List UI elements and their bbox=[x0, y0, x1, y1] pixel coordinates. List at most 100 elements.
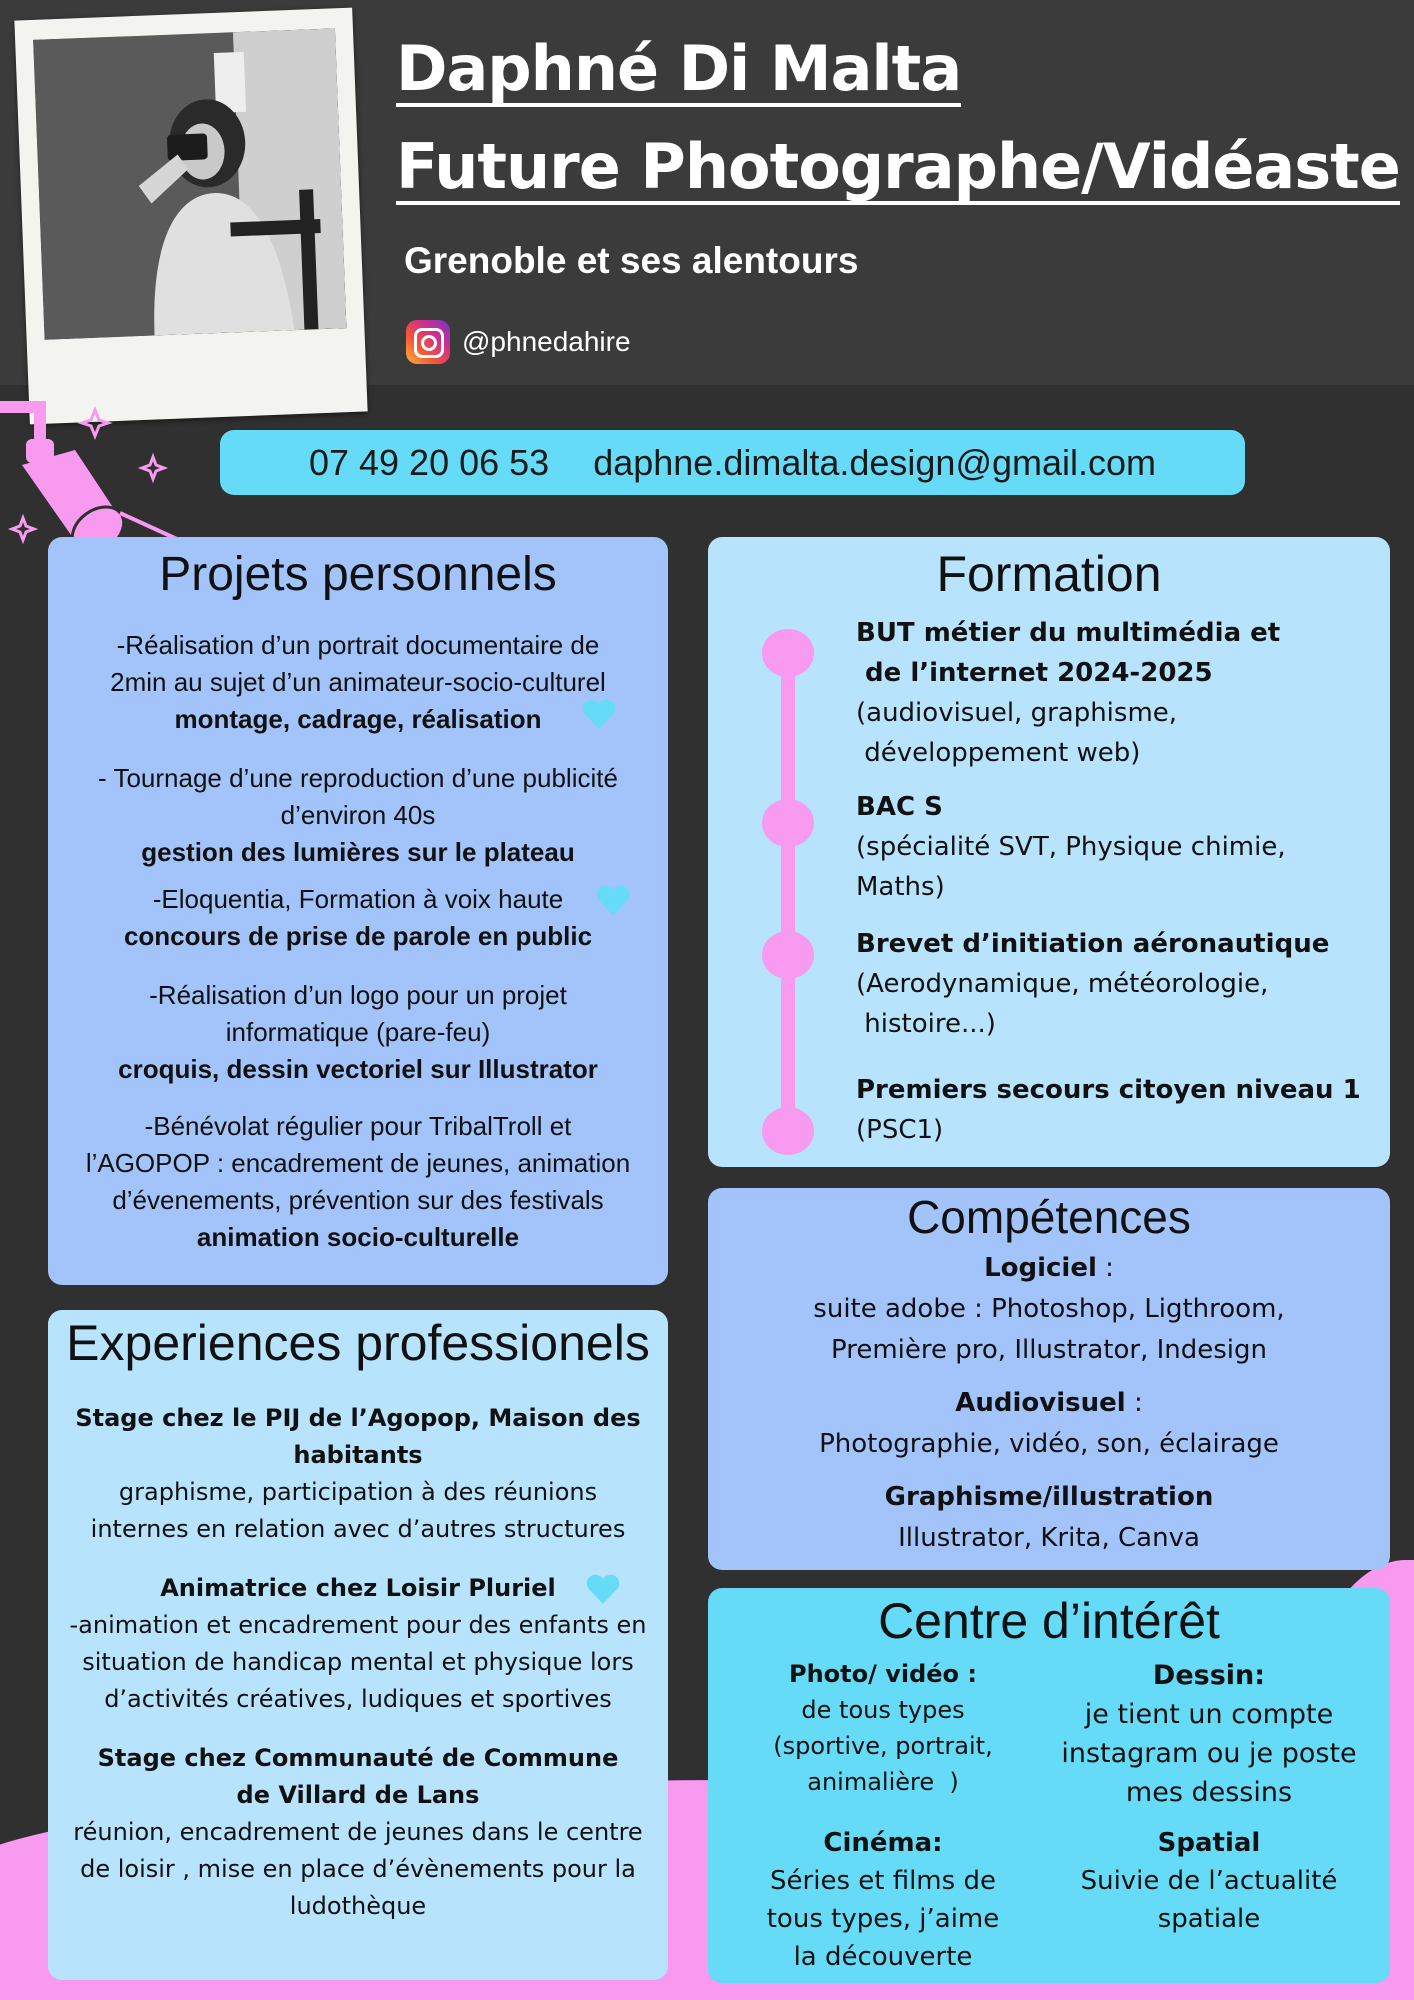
formation-item: BAC S (spécialité SVT, Physique chimie, … bbox=[856, 787, 1286, 907]
formation-title: Brevet d’initiation aéronautique bbox=[856, 929, 1330, 959]
competence-title: Logiciel bbox=[984, 1253, 1097, 1283]
interest-spatial: Spatial Suivie de l’actualité spatiale bbox=[1048, 1824, 1370, 1938]
location: Grenoble et ses alentours bbox=[404, 240, 859, 281]
projet-item: -Réalisation d’un portrait documentaire … bbox=[48, 627, 668, 738]
competence-block: Audiovisuel : Photographie, vidéo, son, … bbox=[708, 1383, 1390, 1465]
projet-item: - Tournage d’une reproduction d’une publ… bbox=[48, 760, 668, 871]
instagram-link[interactable]: @phnedahire bbox=[406, 320, 631, 364]
experience-text: graphisme, participation à des réunions bbox=[118, 1478, 598, 1506]
experience-item: Animatrice chez Loisir Pluriel -animatio… bbox=[48, 1570, 668, 1718]
projets-personnels-card: Projets personnels -Réalisation d’un por… bbox=[48, 537, 668, 1285]
formation-item: BUT métier du multimédia et de l’interne… bbox=[856, 613, 1280, 773]
competence-block: Logiciel : suite adobe : Photoshop, Ligt… bbox=[708, 1248, 1390, 1371]
person-name: Daphné Di Malta bbox=[396, 36, 962, 108]
projet-text: -Eloquentia, Formation à voix haute bbox=[152, 884, 564, 914]
profile-photo bbox=[33, 28, 347, 340]
job-title: Future Photographe/Vidéaste bbox=[396, 134, 1401, 206]
formation-text: (spécialité SVT, Physique chimie, bbox=[856, 832, 1286, 862]
interest-title: Dessin: bbox=[1152, 1660, 1266, 1691]
formation-title: BAC S bbox=[856, 792, 943, 822]
experience-title: de Villard de Lans bbox=[236, 1781, 480, 1809]
interest-photo: Photo/ vidéo : de tous types (sportive, … bbox=[728, 1656, 1038, 1800]
instagram-handle: @phnedahire bbox=[462, 326, 631, 357]
formation-text: histoire...) bbox=[856, 1009, 996, 1039]
experience-title: Animatrice chez Loisir Pluriel bbox=[160, 1574, 556, 1602]
email-address[interactable]: daphne.dimalta.design@gmail.com bbox=[593, 441, 1157, 483]
projet-skills: gestion des lumières sur le plateau bbox=[141, 837, 575, 867]
projet-skills: montage, cadrage, réalisation bbox=[174, 704, 542, 734]
experience-title: Stage chez le PIJ de l’Agopop, Maison de… bbox=[75, 1404, 641, 1432]
experiences-heading: Experiences professionels bbox=[66, 1315, 650, 1371]
interest-text: Séries et films de bbox=[770, 1866, 996, 1896]
projet-text: d’évenements, prévention sur des festiva… bbox=[112, 1185, 604, 1215]
profile-polaroid bbox=[14, 7, 368, 425]
timeline-line bbox=[781, 649, 795, 1127]
projet-text: 2min au sujet d’un animateur-socio-cultu… bbox=[110, 667, 606, 697]
competence-block: Graphisme/illustration Illustrator, Krit… bbox=[708, 1477, 1390, 1559]
experience-title: habitants bbox=[293, 1441, 423, 1469]
formation-text: (PSC1) bbox=[856, 1115, 944, 1145]
interest-text: tous types, j’aime bbox=[766, 1904, 1000, 1934]
experience-text: de loisir , mise en place d’évènements p… bbox=[80, 1855, 636, 1883]
formation-text: développement web) bbox=[856, 738, 1141, 768]
experience-title: Stage chez Communauté de Commune bbox=[97, 1744, 619, 1772]
formation-text: (audiovisuel, graphisme, bbox=[856, 698, 1178, 728]
heart-icon bbox=[582, 699, 616, 729]
formation-title: BUT métier du multimédia et bbox=[856, 618, 1281, 648]
formation-title: de l’internet 2024-2025 bbox=[856, 658, 1213, 688]
formation-heading: Formation bbox=[936, 546, 1162, 602]
interest-text: (sportive, portrait, bbox=[773, 1732, 993, 1760]
interest-title: Cinéma: bbox=[823, 1828, 943, 1858]
experiences-card: Experiences professionels Stage chez le … bbox=[48, 1310, 668, 1980]
projet-text: l’AGOPOP : encadrement de jeunes, animat… bbox=[85, 1148, 631, 1178]
centre-heading: Centre d’intérêt bbox=[878, 1593, 1220, 1649]
competence-text: Première pro, Illustrator, Indesign bbox=[831, 1335, 1267, 1365]
experience-text: d’activités créatives, ludiques et sport… bbox=[104, 1685, 612, 1713]
formation-text: (Aerodynamique, météorologie, bbox=[856, 969, 1269, 999]
formation-item: Premiers secours citoyen niveau 1 (PSC1) bbox=[856, 1070, 1361, 1150]
interest-title: Photo/ vidéo : bbox=[788, 1660, 977, 1688]
interest-text: animalière ) bbox=[807, 1768, 959, 1796]
projet-skills: animation socio-culturelle bbox=[196, 1222, 520, 1252]
projet-item: -Réalisation d’un logo pour un projet in… bbox=[48, 977, 668, 1088]
competence-text: Photographie, vidéo, son, éclairage bbox=[819, 1429, 1279, 1459]
interest-text: instagram ou je poste bbox=[1061, 1738, 1357, 1769]
formation-title: Premiers secours citoyen niveau 1 bbox=[856, 1075, 1361, 1105]
timeline-dot bbox=[762, 1107, 814, 1155]
interest-text: mes dessins bbox=[1125, 1777, 1293, 1808]
interest-text: la découverte bbox=[793, 1942, 973, 1972]
interest-text: je tient un compte bbox=[1084, 1699, 1334, 1730]
centre-interet-card: Centre d’intérêt Photo/ vidéo : de tous … bbox=[708, 1588, 1390, 1983]
projet-text: -Réalisation d’un logo pour un projet bbox=[149, 980, 567, 1010]
heart-icon bbox=[596, 885, 630, 915]
competence-title: Graphisme/illustration bbox=[884, 1482, 1214, 1512]
competence-title: Audiovisuel bbox=[955, 1388, 1126, 1418]
interest-text: de tous types bbox=[801, 1696, 965, 1724]
formation-item: Brevet d’initiation aéronautique (Aerody… bbox=[856, 924, 1329, 1044]
projet-item: -Eloquentia, Formation à voix haute conc… bbox=[48, 881, 668, 955]
competence-suffix: : bbox=[1125, 1388, 1143, 1418]
experience-text: situation de handicap mental et physique… bbox=[82, 1648, 634, 1676]
timeline-dot bbox=[762, 629, 814, 677]
heart-icon bbox=[586, 1574, 620, 1604]
projet-text: - Tournage d’une reproduction d’une publ… bbox=[98, 763, 618, 793]
timeline-dot bbox=[762, 799, 814, 847]
contact-bar: 07 49 20 06 53 daphne.dimalta.design@gma… bbox=[220, 430, 1245, 495]
projet-text: -Bénévolat régulier pour TribalTroll et bbox=[144, 1111, 572, 1141]
competence-text: Illustrator, Krita, Canva bbox=[898, 1523, 1200, 1553]
experience-text: réunion, encadrement de jeunes dans le c… bbox=[73, 1818, 643, 1846]
interest-dessin: Dessin: je tient un compte instagram ou … bbox=[1048, 1656, 1370, 1812]
instagram-icon bbox=[406, 320, 450, 364]
competences-card: Compétences Logiciel : suite adobe : Pho… bbox=[708, 1188, 1390, 1570]
formation-card: Formation BUT métier du multimédia et de… bbox=[708, 537, 1390, 1167]
experience-text: -animation et encadrement pour des enfan… bbox=[69, 1611, 647, 1639]
experience-text: ludothèque bbox=[289, 1892, 427, 1920]
competences-heading: Compétences bbox=[907, 1191, 1191, 1243]
projet-item: -Bénévolat régulier pour TribalTroll et … bbox=[48, 1108, 668, 1256]
interest-text: spatiale bbox=[1157, 1904, 1261, 1934]
interest-cinema: Cinéma: Séries et films de tous types, j… bbox=[728, 1824, 1038, 1976]
phone-number[interactable]: 07 49 20 06 53 bbox=[308, 441, 550, 483]
formation-text: Maths) bbox=[856, 872, 945, 902]
competence-suffix: : bbox=[1096, 1253, 1114, 1283]
